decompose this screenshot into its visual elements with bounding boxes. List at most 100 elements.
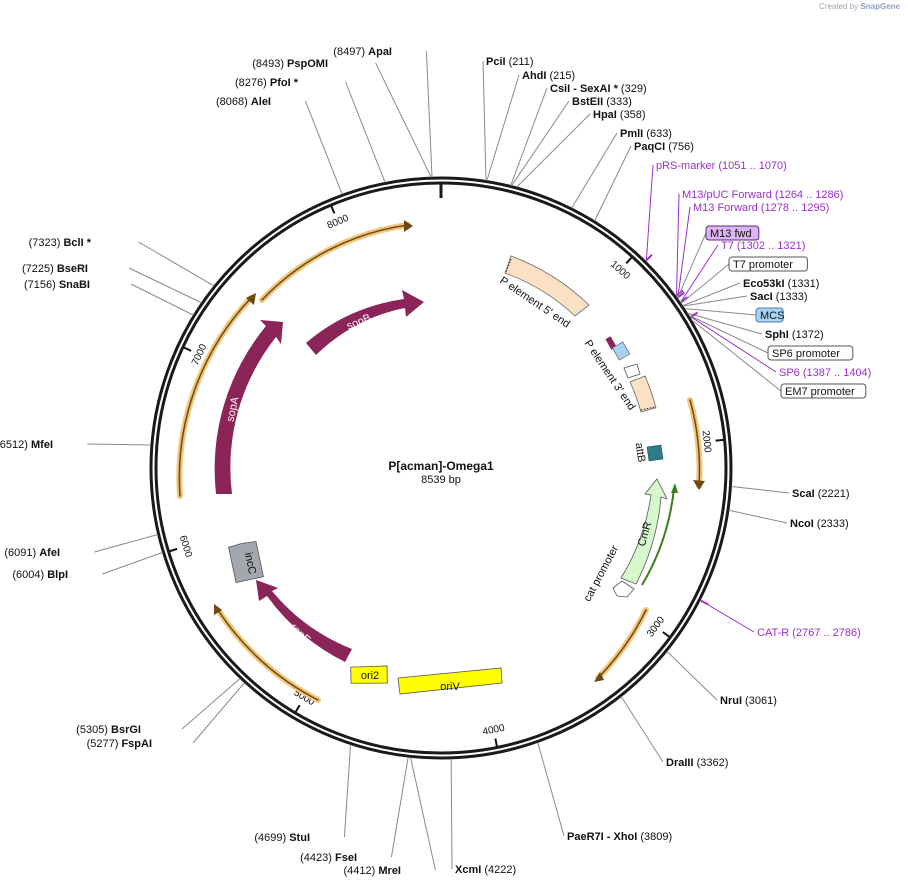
site-leader-line bbox=[138, 241, 215, 287]
site-leader-line bbox=[537, 742, 565, 837]
sites-layer: (8497) ApaI(8493) PspOMI(8276) PfoI *(80… bbox=[0, 46, 850, 877]
site-label: (4412) MreI bbox=[344, 865, 401, 877]
oriV-label: oriV bbox=[440, 681, 460, 693]
arrow-bottom-right bbox=[595, 607, 649, 681]
plasmid-size: 8539 bp bbox=[421, 474, 461, 486]
arrow-right-down-core bbox=[689, 399, 701, 487]
site-leader-line bbox=[486, 74, 520, 181]
site-leader-line bbox=[687, 312, 763, 335]
site-label: (7156) SnaBI bbox=[24, 279, 90, 291]
tick-mark bbox=[715, 438, 724, 442]
sopB-feature bbox=[306, 290, 424, 355]
tick-mark bbox=[169, 547, 178, 553]
site-label: PmlI (633) bbox=[620, 128, 672, 140]
ori2-feature bbox=[350, 665, 388, 684]
p3-feature bbox=[629, 375, 657, 413]
repE-feature bbox=[256, 580, 352, 662]
plasmid-name: P[acman]-Omega1 bbox=[388, 459, 494, 473]
arrow-left-bottom-core bbox=[217, 609, 319, 701]
site-label: BstEII (333) bbox=[572, 96, 632, 108]
feature-box bbox=[728, 256, 808, 272]
primer-mark bbox=[690, 311, 699, 318]
site-label: (8497) ApaI bbox=[333, 46, 392, 58]
em7-small-arrow bbox=[623, 363, 641, 379]
repE-label: repE bbox=[288, 621, 313, 646]
sopB-label: sopB bbox=[345, 312, 373, 333]
site-label: (6512) MfeI bbox=[0, 439, 53, 451]
head-left-up bbox=[246, 293, 256, 305]
site-leader-line bbox=[304, 100, 343, 195]
site-label: SphI (1372) bbox=[765, 329, 824, 341]
site-leader-line bbox=[516, 113, 591, 188]
feature-box bbox=[767, 345, 854, 361]
primer-mark bbox=[680, 296, 689, 303]
primers-layer: pRS-marker (1051 .. 1070)M13/pUC Forward… bbox=[645, 160, 871, 639]
site-label: (4423) FseI bbox=[300, 852, 357, 864]
box-leader-line bbox=[685, 308, 757, 316]
site-leader-line bbox=[511, 100, 570, 186]
site-label: (6004) BlpI bbox=[12, 569, 68, 581]
site-leader-line bbox=[102, 551, 163, 575]
site-leader-line bbox=[510, 87, 548, 186]
site-leader-line bbox=[450, 758, 453, 870]
site-leader-line bbox=[181, 678, 241, 730]
tick-label: 3000 bbox=[645, 614, 667, 639]
feature-box bbox=[755, 307, 784, 323]
p3-dotted bbox=[640, 406, 656, 411]
cmr-feature bbox=[620, 478, 668, 585]
ori2-label: ori2 bbox=[361, 670, 379, 682]
feature-box-label: MCS bbox=[760, 310, 784, 322]
site-label: (5277) FspAI bbox=[87, 738, 152, 750]
box-leader-line bbox=[681, 263, 730, 304]
site-label: (8493) PspOMI bbox=[252, 58, 328, 70]
box-leader-line bbox=[693, 321, 782, 392]
site-leader-line bbox=[682, 282, 741, 307]
arrow-top-cw bbox=[259, 222, 411, 303]
primer-mark bbox=[677, 291, 685, 299]
site-label: (4699) StuI bbox=[254, 832, 310, 844]
site-leader-line bbox=[343, 744, 352, 838]
cat-promoter-feature bbox=[612, 580, 635, 598]
arrow-bottom-right-core bbox=[597, 609, 647, 679]
p5-feature bbox=[504, 255, 590, 317]
primer-mark bbox=[700, 599, 709, 606]
feature-box-label: SP6 promoter bbox=[772, 348, 840, 360]
site-leader-line bbox=[375, 62, 432, 178]
orange-arrows bbox=[176, 222, 703, 703]
mcs-small-purple bbox=[605, 336, 617, 350]
site-label: PciI (211) bbox=[486, 56, 534, 68]
tick-mark bbox=[494, 738, 498, 747]
site-label: (5305) BsrGI bbox=[76, 724, 141, 736]
tick-mark bbox=[183, 346, 192, 352]
head-top bbox=[404, 220, 413, 232]
snapgene-credit: Created by SnapGene bbox=[819, 2, 900, 11]
site-label: DraIII (3362) bbox=[666, 757, 728, 769]
tick-mark bbox=[330, 205, 336, 214]
site-label: XcmI (4222) bbox=[455, 864, 516, 876]
incC-label: incC bbox=[242, 551, 258, 575]
primer-leader-line bbox=[700, 600, 755, 633]
site-leader-line bbox=[128, 267, 202, 304]
primer-label: M13 Forward (1278 .. 1295) bbox=[693, 202, 829, 214]
incC-feature bbox=[228, 541, 264, 583]
tick-label: 4000 bbox=[482, 723, 506, 738]
mcs-small-blue bbox=[611, 341, 631, 361]
orange-arrow-heads bbox=[214, 220, 705, 682]
feature-box-label: M13 fwd bbox=[710, 228, 752, 240]
site-leader-line bbox=[425, 50, 433, 178]
head-left-bottom bbox=[214, 604, 222, 615]
primer-leader-line bbox=[680, 244, 719, 302]
feature-box bbox=[705, 225, 760, 241]
site-leader-line bbox=[731, 485, 790, 494]
site-label: (8068) AleI bbox=[216, 96, 271, 108]
primer-mark bbox=[645, 254, 653, 262]
primer-label: CAT-R (2767 .. 2786) bbox=[757, 627, 861, 639]
site-label: NcoI (2333) bbox=[790, 518, 849, 530]
attB-feature bbox=[646, 444, 664, 462]
primer-label: pRS-marker (1051 .. 1070) bbox=[656, 160, 787, 172]
tick-mark bbox=[625, 256, 633, 265]
tick-label: 2000 bbox=[700, 430, 713, 454]
site-label: CsiI - SexAI * (329) bbox=[550, 83, 647, 95]
